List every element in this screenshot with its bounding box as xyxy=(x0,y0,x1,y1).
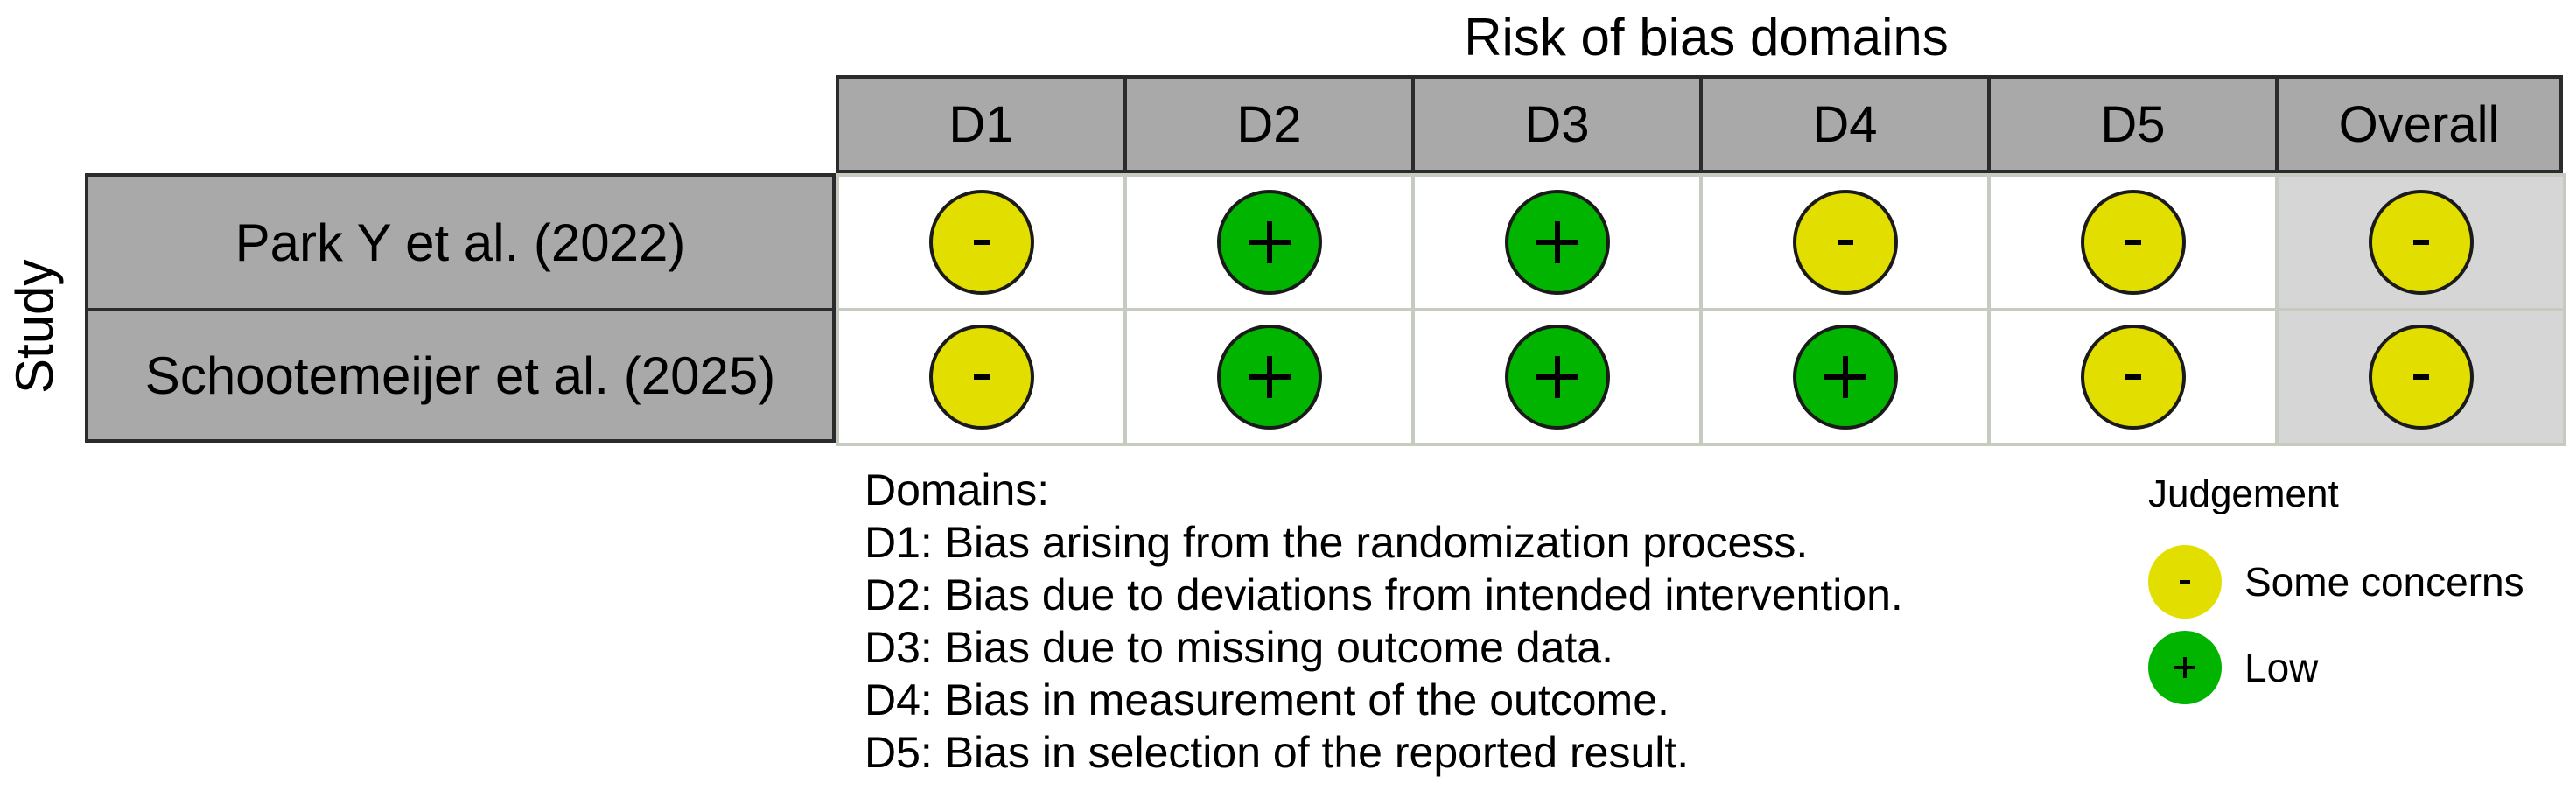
judgement-heading: Judgement xyxy=(2148,472,2339,515)
column-header-d2: D2 xyxy=(1124,75,1415,173)
judgement-cell xyxy=(836,173,1127,311)
domain-item-d4: D4: Bias in measurement of the outcome. xyxy=(864,675,1670,724)
column-header-d5: D5 xyxy=(1987,75,2278,173)
low-risk-icon xyxy=(1504,325,1610,430)
some-concerns-icon xyxy=(2080,190,2186,295)
domain-item-d3: D3: Bias due to missing outcome data. xyxy=(864,623,1614,672)
some-concerns-icon xyxy=(2368,325,2474,430)
judgement-cell xyxy=(1411,173,1703,311)
judgement-cell xyxy=(1987,173,2278,311)
column-header-overall: Overall xyxy=(2275,75,2563,173)
study-label: Schootemeijer et al. (2025) xyxy=(85,308,836,443)
low-risk-icon xyxy=(1792,325,1898,430)
judgement-legend: Judgement Some concerns Low xyxy=(2148,468,2568,713)
domain-item-d1: D1: Bias arising from the randomization … xyxy=(864,518,1809,567)
judgement-cell xyxy=(1699,173,1991,311)
figure-title: Risk of bias domains xyxy=(1464,8,1949,66)
judgement-item-some-concerns: Some concerns xyxy=(2148,545,2568,619)
some-concerns-icon xyxy=(2368,190,2474,295)
some-concerns-label: Some concerns xyxy=(2244,559,2524,605)
study-label: Park Y et al. (2022) xyxy=(85,173,836,311)
judgement-cell xyxy=(836,308,1127,446)
judgement-cell xyxy=(1699,308,1991,446)
low-risk-icon xyxy=(1504,190,1610,295)
judgement-cell xyxy=(1411,308,1703,446)
column-header-d4: D4 xyxy=(1699,75,1991,173)
domain-item-d5: D5: Bias in selection of the reported re… xyxy=(864,728,1690,777)
judgement-cell xyxy=(1987,308,2278,446)
domain-item-d2: D2: Bias due to deviations from intended… xyxy=(864,570,1903,619)
domains-heading: Domains: xyxy=(864,465,1050,514)
judgement-cell xyxy=(1124,308,1415,446)
study-axis-text: Study xyxy=(5,259,64,394)
some-concerns-icon xyxy=(1792,190,1898,295)
judgement-cell xyxy=(1124,173,1415,311)
some-concerns-icon xyxy=(928,325,1034,430)
domains-legend: Domains: D1: Bias arising from the rando… xyxy=(864,464,2028,787)
low-label: Low xyxy=(2244,645,2319,690)
low-risk-icon xyxy=(1216,190,1322,295)
judgement-item-low: Low xyxy=(2148,631,2568,704)
low-icon xyxy=(2148,631,2222,704)
column-header-d3: D3 xyxy=(1411,75,1703,173)
some-concerns-icon xyxy=(2148,545,2222,619)
judgement-cell xyxy=(2275,173,2566,311)
some-concerns-icon xyxy=(2080,325,2186,430)
some-concerns-icon xyxy=(928,190,1034,295)
low-risk-icon xyxy=(1216,325,1322,430)
column-header-d1: D1 xyxy=(836,75,1127,173)
judgement-cell xyxy=(2275,308,2566,446)
